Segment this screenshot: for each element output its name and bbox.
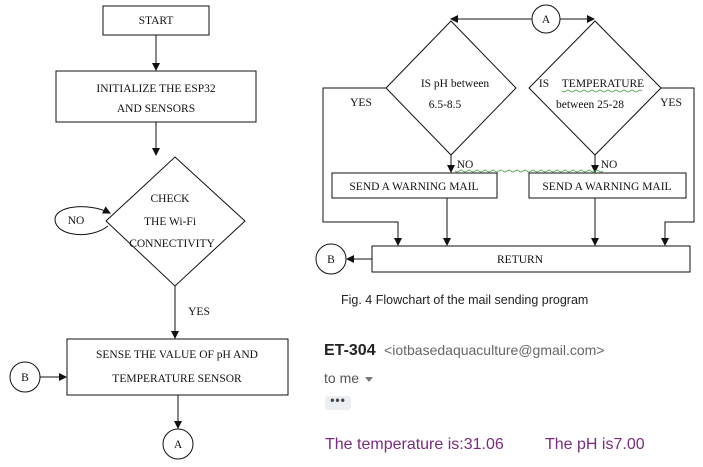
ph-yes-path (322, 87, 402, 246)
ph-label-line2: 6.5-8.5 (429, 99, 462, 111)
connector-a-right-label: A (542, 14, 551, 26)
email-recipient-toggle[interactable]: to me (324, 370, 374, 386)
init-label-line2: AND SENSORS (117, 103, 195, 115)
sense-label-line2: TEMPERATURE SENSOR (112, 373, 242, 385)
temp-no-label: NO (601, 159, 618, 171)
warning-mail-label-left: SEND A WARNING MAIL (349, 181, 478, 193)
email-sender-address[interactable]: <iotbasedaquaculture@gmail.com> (384, 342, 605, 358)
check-label-line2: THE Wi-Fi (144, 216, 196, 228)
init-box (55, 70, 257, 123)
email-sender-line: ET-304 <iotbasedaquaculture@gmail.com> (324, 342, 605, 360)
connector-a-left-label: A (174, 439, 183, 451)
connector-a-left (162, 428, 194, 460)
no-loop-arrow (54, 206, 111, 236)
temp-label-temperature: TEMPERATURE (562, 78, 644, 90)
temp-yes-label: YES (660, 97, 682, 109)
connector-b-right (315, 243, 347, 275)
chevron-down-icon[interactable] (365, 376, 374, 382)
no-loop-label: NO (68, 215, 85, 227)
sense-box (66, 338, 289, 396)
ph-label-line1: IS pH between (421, 78, 490, 90)
check-label-line3: CONNECTIVITY (129, 238, 215, 250)
figure-caption: Fig. 4 Flowchart of the mail sending pro… (341, 293, 588, 307)
yes-label-left: YES (188, 306, 210, 318)
temperature-spellcheck-underline (561, 89, 643, 93)
email-temperature-text: The temperature is:31.06 (325, 436, 504, 453)
init-label-line1: INITIALIZE THE ESP32 (96, 83, 215, 95)
warning-mail-box-left (331, 172, 498, 199)
email-sender-name: ET-304 (324, 342, 376, 359)
warning-mail-box-right (528, 172, 687, 199)
return-box (371, 245, 691, 273)
no-spellcheck-underline (454, 169, 604, 173)
show-trimmed-content-button[interactable]: ••• (325, 394, 351, 410)
ph-no-label: NO (457, 159, 474, 171)
temp-yes-path (661, 87, 695, 246)
ph-yes-label: YES (350, 97, 372, 109)
temp-label-line2: between 25-28 (556, 99, 624, 111)
email-ph-text: The pH is7.00 (545, 436, 645, 453)
start-label: START (139, 15, 174, 27)
start-box (102, 5, 210, 36)
connector-b-right-label: B (327, 254, 335, 266)
connector-b-left-label: B (21, 372, 29, 384)
return-label: RETURN (497, 254, 544, 266)
warning-mail-label-right: SEND A WARNING MAIL (542, 181, 671, 193)
sense-label-line1: SENSE THE VALUE OF pH AND (96, 349, 258, 361)
email-to-label: to me (324, 370, 360, 386)
check-label-line1: CHECK (151, 193, 191, 205)
temp-label-is: IS (539, 78, 549, 90)
